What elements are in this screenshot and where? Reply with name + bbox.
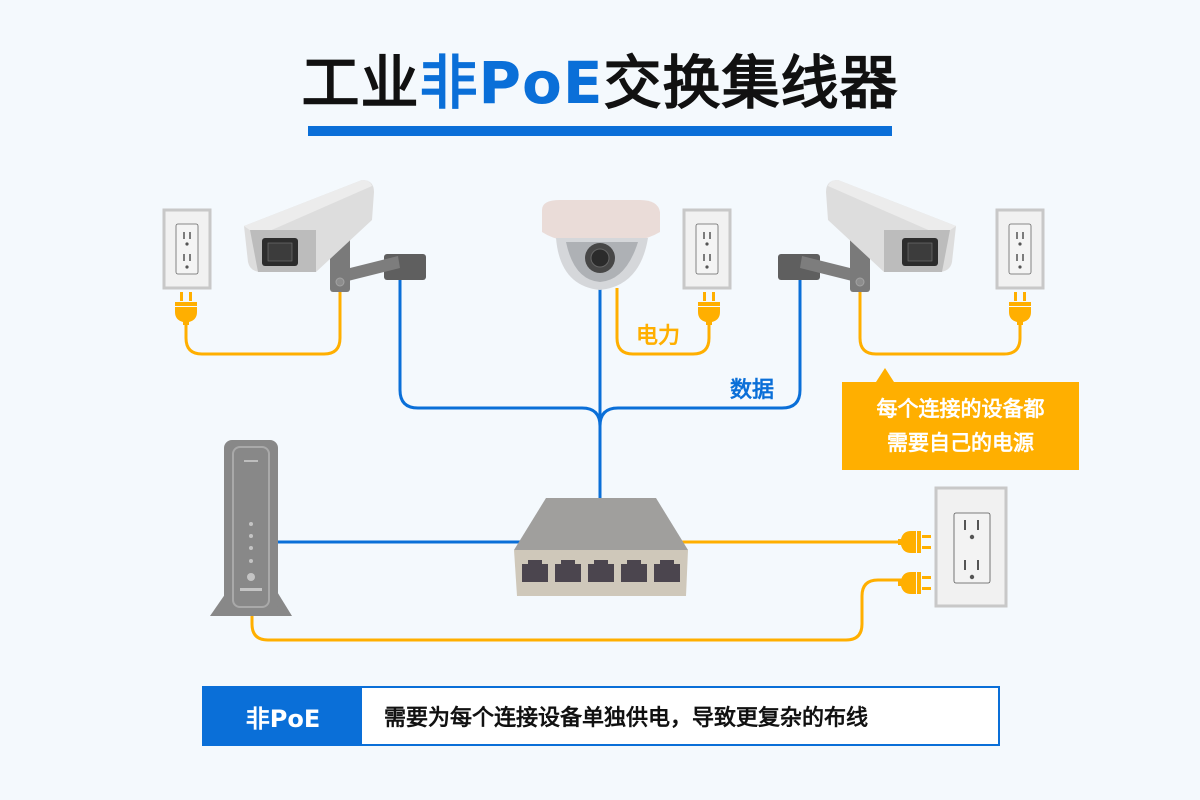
router-icon — [210, 440, 292, 616]
page-title: 工业非PoE交换集线器 — [0, 48, 1200, 118]
power-outlet-icon — [682, 208, 732, 290]
power-plug-icon — [1009, 292, 1031, 325]
ethernet-switch-icon — [514, 498, 688, 596]
callout-line-1: 每个连接的设备都 — [876, 397, 1045, 421]
power-cable-right-camera — [858, 288, 1022, 356]
power-outlet-icon — [162, 208, 212, 290]
power-plug-icon — [175, 292, 197, 325]
data-cable-right-camera — [598, 278, 802, 427]
power-cable-left-camera — [184, 288, 342, 356]
ethernet-port — [621, 560, 647, 582]
ethernet-port-row — [522, 560, 680, 582]
power-cable-router — [250, 578, 902, 642]
cctv-camera-icon — [244, 180, 426, 292]
ethernet-port — [654, 560, 680, 582]
legend-box: 非PoE 需要为每个连接设备单独供电，导致更复杂的布线 — [202, 686, 1000, 746]
title-prefix: 工业 — [301, 49, 420, 117]
legend-description: 需要为每个连接设备单独供电，导致更复杂的布线 — [384, 706, 869, 731]
power-callout: 每个连接的设备都 需要自己的电源 — [842, 368, 1079, 470]
dome-camera-icon — [542, 200, 660, 290]
data-cables — [276, 278, 802, 544]
power-plug-icon — [898, 572, 931, 594]
title-suffix: 交换集线器 — [603, 49, 899, 117]
cctv-camera-icon — [778, 180, 956, 292]
data-label: 数据 — [730, 378, 775, 403]
data-cable-left-camera — [398, 278, 602, 427]
ethernet-port — [588, 560, 614, 582]
power-cable-dome-camera — [615, 288, 711, 356]
title-accent: 非PoE — [419, 49, 604, 117]
power-plug-icon — [898, 531, 931, 553]
ethernet-port — [555, 560, 581, 582]
ethernet-port — [522, 560, 548, 582]
power-outlet-icon — [934, 486, 1008, 608]
power-plug-icon — [698, 292, 720, 325]
title-underline — [308, 126, 892, 136]
power-label: 电力 — [636, 324, 681, 349]
power-outlet-icon — [995, 208, 1045, 290]
legend-tag: 非PoE — [204, 688, 362, 744]
callout-line-2: 需要自己的电源 — [887, 431, 1034, 455]
power-cables — [184, 288, 1022, 642]
